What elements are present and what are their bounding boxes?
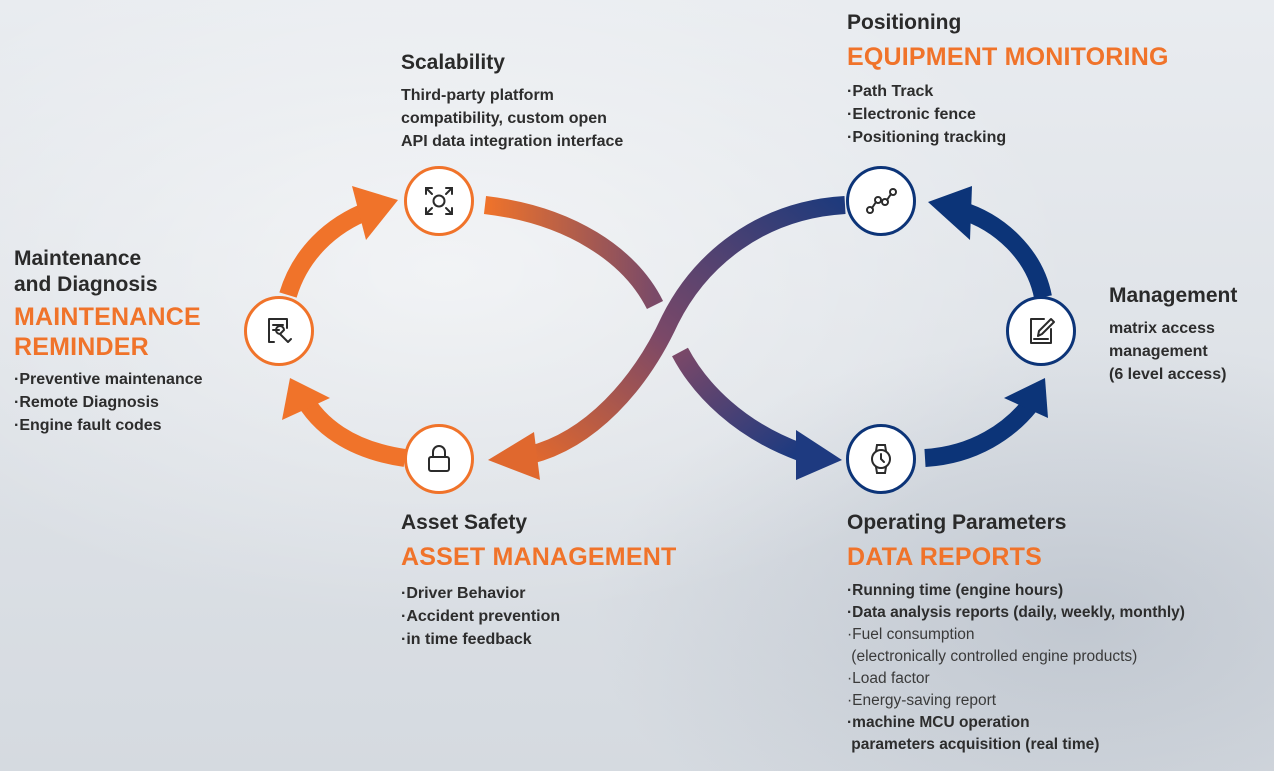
positioning-title: Positioning — [847, 11, 962, 34]
positioning-item: ·Electronic fence — [847, 106, 976, 123]
maintenance-item: ·Preventive maintenance — [14, 371, 203, 388]
operating-item: ·Running time (engine hours) — [847, 582, 1064, 599]
loop-arc-top-left — [483, 196, 664, 310]
loop-arc-cross-down — [527, 196, 846, 464]
scalability-node — [404, 166, 474, 236]
loop-arc-left-upper — [279, 201, 374, 298]
loop-arc-cross-right — [672, 347, 804, 461]
maintenance-item: ·Engine fault codes — [14, 417, 162, 434]
management-node — [1006, 296, 1076, 366]
operating-heading: DATA REPORTS — [847, 543, 1042, 571]
asset-item: ·Accident prevention — [401, 608, 561, 625]
asset-safety-node — [404, 424, 474, 494]
management-line: matrix access — [1109, 320, 1215, 337]
padlock-icon — [428, 445, 450, 472]
loop-arc-right-upper — [957, 201, 1052, 300]
arrowhead-to-maintenance — [282, 378, 330, 420]
watch-icon — [871, 444, 891, 474]
operating-block: Operating Parameters DATA REPORTS ·Runni… — [847, 510, 1185, 756]
operating-item: ·Fuel consumption — [847, 626, 975, 643]
maintenance-title-line1: Maintenance — [14, 247, 142, 270]
route-path-icon — [866, 188, 897, 214]
positioning-item: ·Positioning tracking — [847, 129, 1007, 146]
loop-arc-left-lower — [294, 390, 407, 467]
arrowhead-to-positioning — [928, 186, 972, 240]
loop-arc-right-lower — [924, 399, 1038, 467]
edit-note-icon — [1030, 318, 1055, 344]
maintenance-block: Maintenance and Diagnosis MAINTENANCE RE… — [14, 246, 203, 437]
maintenance-item: ·Remote Diagnosis — [14, 394, 159, 411]
management-block: Management matrix access management (6 l… — [1109, 283, 1237, 386]
asset-item: ·in time feedback — [401, 631, 532, 648]
scalability-title: Scalability — [401, 51, 505, 74]
operating-item: ·Energy-saving report — [847, 692, 997, 709]
operating-item: ·Load factor — [847, 670, 930, 687]
scalability-line: compatibility, custom open — [401, 110, 607, 127]
positioning-node — [846, 166, 916, 236]
positioning-block: Positioning EQUIPMENT MONITORING ·Path T… — [847, 10, 1169, 149]
asset-title: Asset Safety — [401, 511, 528, 534]
asset-heading: ASSET MANAGEMENT — [401, 543, 677, 571]
arrowhead-to-management — [1004, 378, 1048, 418]
maintenance-heading-line2: REMINDER — [14, 333, 149, 361]
management-line: (6 level access) — [1109, 366, 1227, 383]
maintenance-title-line2: and Diagnosis — [14, 273, 158, 296]
operating-node — [846, 424, 916, 494]
document-wrench-icon — [268, 318, 292, 343]
expand-focus-icon — [425, 187, 453, 215]
scalability-block: Scalability Third-party platform compati… — [401, 50, 623, 153]
positioning-item: ·Path Track — [847, 83, 934, 100]
positioning-heading: EQUIPMENT MONITORING — [847, 43, 1169, 71]
asset-block: Asset Safety ASSET MANAGEMENT ·Driver Be… — [401, 510, 676, 651]
scalability-line: API data integration interface — [401, 133, 624, 150]
operating-item: (electronically controlled engine produc… — [847, 648, 1138, 665]
management-title: Management — [1109, 284, 1238, 307]
arrowhead-to-scalability — [352, 186, 398, 240]
operating-item: ·machine MCU operation — [847, 714, 1030, 731]
operating-item: ·Data analysis reports (daily, weekly, m… — [847, 604, 1185, 621]
maintenance-node — [244, 296, 314, 366]
arrowhead-to-asset-safety — [488, 432, 540, 480]
management-line: management — [1109, 343, 1208, 360]
operating-title: Operating Parameters — [847, 511, 1067, 534]
arrowhead-to-operating — [796, 430, 842, 480]
maintenance-heading-line1: MAINTENANCE — [14, 303, 201, 331]
scalability-line: Third-party platform — [401, 87, 554, 104]
asset-item: ·Driver Behavior — [401, 585, 526, 602]
operating-item: parameters acquisition (real time) — [847, 736, 1100, 753]
